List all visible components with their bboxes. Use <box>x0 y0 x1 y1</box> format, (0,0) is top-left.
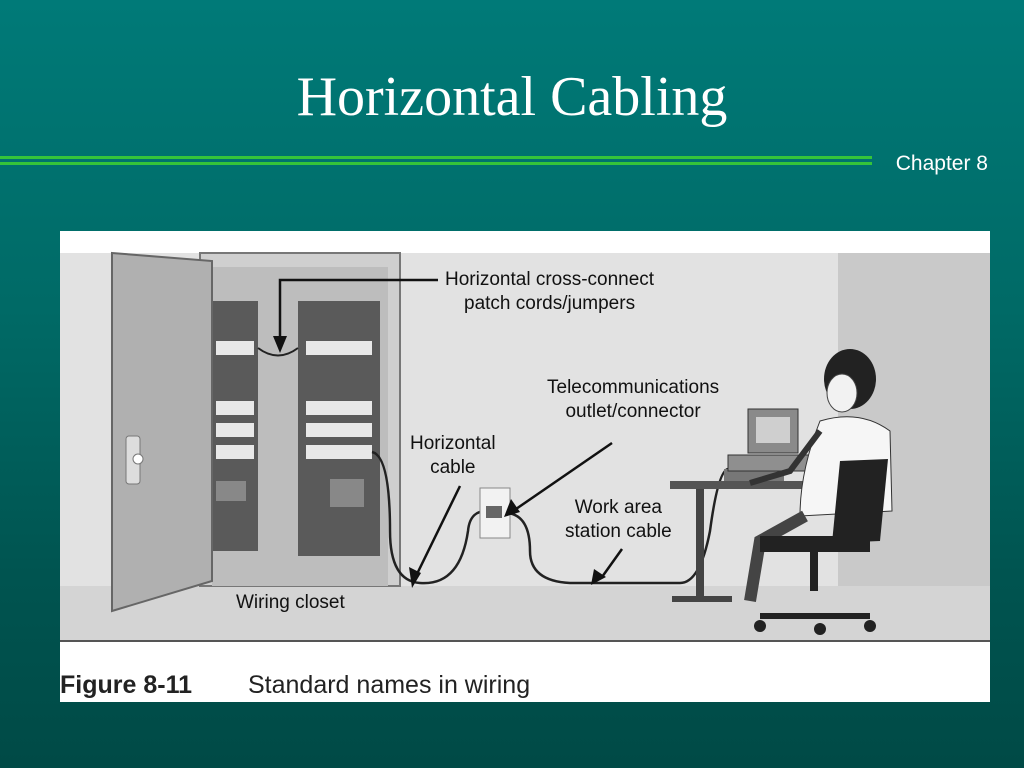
label-telecom-outlet: Telecommunications outlet/connector <box>547 376 719 424</box>
label-cross-connect: Horizontal cross-connect patch cords/jum… <box>445 268 654 316</box>
title-divider-top <box>0 156 872 159</box>
label-telecom-line2: outlet/connector <box>565 401 701 422</box>
closet-door <box>111 251 213 613</box>
label-wiring-closet: Wiring closet <box>236 592 345 613</box>
title-divider-bottom <box>0 162 872 165</box>
wiring-illustration <box>60 231 990 642</box>
left-rack <box>212 301 258 551</box>
telecom-outlet <box>479 487 511 539</box>
office-chair <box>754 459 888 635</box>
figure-caption-text: Standard names in wiring <box>248 671 531 699</box>
label-work-area: Work area station cable <box>565 496 672 544</box>
telecom-outlet-arrow <box>504 441 613 517</box>
cross-connect-arrow <box>273 278 438 353</box>
label-work-area-line2: station cable <box>565 521 672 542</box>
label-horizontal-line2: cable <box>430 457 476 478</box>
slide-title: Horizontal Cabling <box>296 66 728 128</box>
figure-number: Figure 8-11 <box>60 671 192 699</box>
label-work-area-line1: Work area <box>574 497 662 518</box>
chapter-label: Chapter 8 <box>895 152 988 175</box>
figure-caption: Figure 8-11 Standard names in wiring <box>60 671 990 702</box>
label-horizontal-line1: Horizontal <box>410 433 496 454</box>
label-horizontal-cable: Horizontal cable <box>410 432 496 480</box>
label-telecom-line1: Telecommunications <box>547 377 720 398</box>
horizontal-cable <box>371 450 491 585</box>
right-rack <box>298 301 380 556</box>
station-cable <box>507 467 729 585</box>
horizontal-cable-arrow <box>409 485 462 588</box>
label-cross-connect-line2: patch cords/jumpers <box>464 293 636 314</box>
wiring-figure: Horizontal cross-connect patch cords/jum… <box>60 231 990 702</box>
station-cable-arrow <box>591 548 624 585</box>
label-cross-connect-line1: Horizontal cross-connect <box>445 269 655 290</box>
